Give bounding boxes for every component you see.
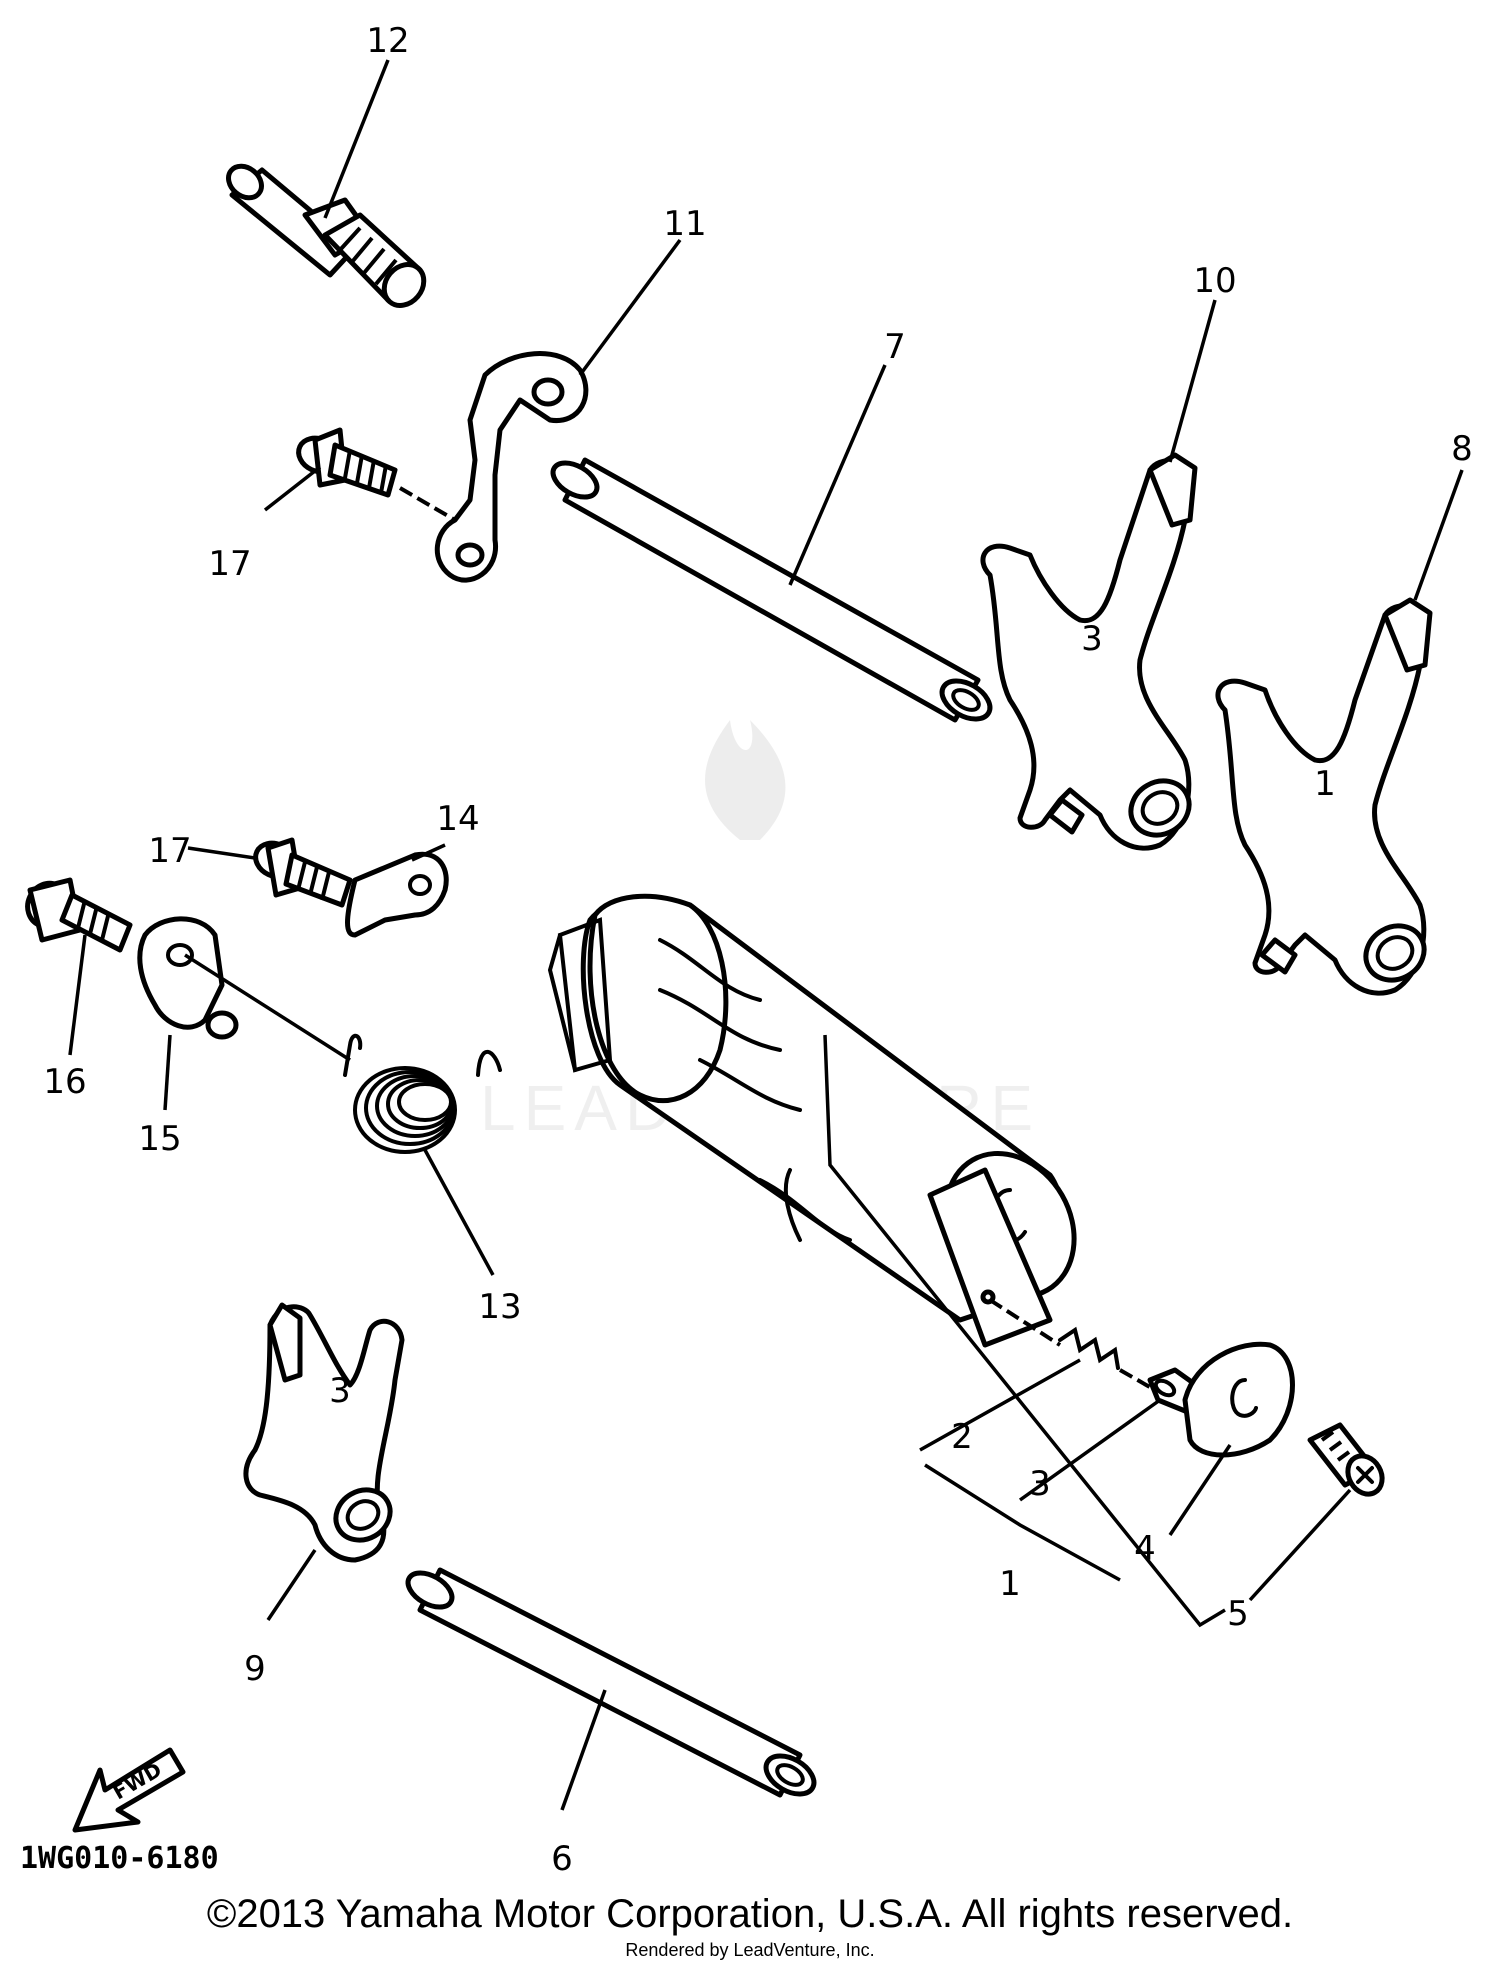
part-10-shift-fork[interactable]: 3 [980, 452, 1199, 851]
callout-17-upper: 17 [208, 544, 251, 584]
part-9-shift-fork[interactable]: 3 [243, 1302, 405, 1563]
fork-9-mark: 3 [329, 1371, 351, 1411]
part-15-lever[interactable] [137, 916, 351, 1062]
part-8-shift-fork[interactable]: 1 [1215, 597, 1434, 996]
callout-16: 16 [43, 1062, 86, 1102]
leader-lines [68, 59, 1464, 1811]
drawing-code: 1WG010-6180 [20, 1841, 219, 1876]
part-4-plate[interactable] [1182, 1341, 1295, 1458]
part-12-bolt[interactable] [222, 160, 432, 314]
callout-15: 15 [138, 1119, 181, 1159]
callout-17-lower: 17 [148, 831, 191, 871]
fork-8-mark: 1 [1314, 764, 1336, 804]
callout-13: 13 [478, 1287, 521, 1327]
copyright-notice: ©2013 Yamaha Motor Corporation, U.S.A. A… [206, 1892, 1294, 1936]
callout-4: 4 [1134, 1529, 1156, 1569]
fork-10-mark: 3 [1081, 619, 1103, 659]
callout-3: 3 [1029, 1464, 1051, 1504]
part-16-bolt[interactable] [21, 877, 133, 953]
part-17-bolt-upper[interactable] [293, 427, 457, 522]
callout-numbers: 12 11 10 7 8 17 14 17 16 15 13 2 3 4 1 5… [43, 21, 1472, 1879]
part-7-shift-fork-shaft[interactable] [547, 456, 996, 727]
callout-5: 5 [1227, 1594, 1249, 1634]
part-14-segment-plate[interactable] [345, 851, 449, 938]
callout-8: 8 [1451, 429, 1473, 469]
part-1-shift-cam-drum[interactable] [547, 893, 1099, 1348]
fwd-arrow-icon: FWD [72, 1747, 186, 1833]
part-6-shift-fork-shaft[interactable] [402, 1566, 820, 1802]
callout-2: 2 [951, 1417, 973, 1457]
leadventure-flame-watermark-icon [705, 720, 786, 840]
callout-9: 9 [244, 1649, 266, 1689]
callout-7: 7 [884, 327, 906, 367]
part-2-spring[interactable] [988, 1298, 1120, 1370]
part-13-torsion-spring[interactable] [343, 1033, 502, 1154]
callout-14: 14 [436, 799, 479, 839]
callout-11: 11 [663, 204, 706, 244]
callout-1: 1 [999, 1564, 1021, 1604]
callout-6: 6 [551, 1839, 573, 1879]
rendered-by-notice: Rendered by LeadVenture, Inc. [625, 1940, 875, 1960]
part-5-screw[interactable] [1307, 1422, 1389, 1500]
callout-10: 10 [1193, 261, 1236, 301]
part-17-bolt-lower[interactable] [250, 837, 353, 908]
part-11-stopper-lever[interactable] [434, 351, 589, 583]
callout-12: 12 [366, 21, 409, 61]
